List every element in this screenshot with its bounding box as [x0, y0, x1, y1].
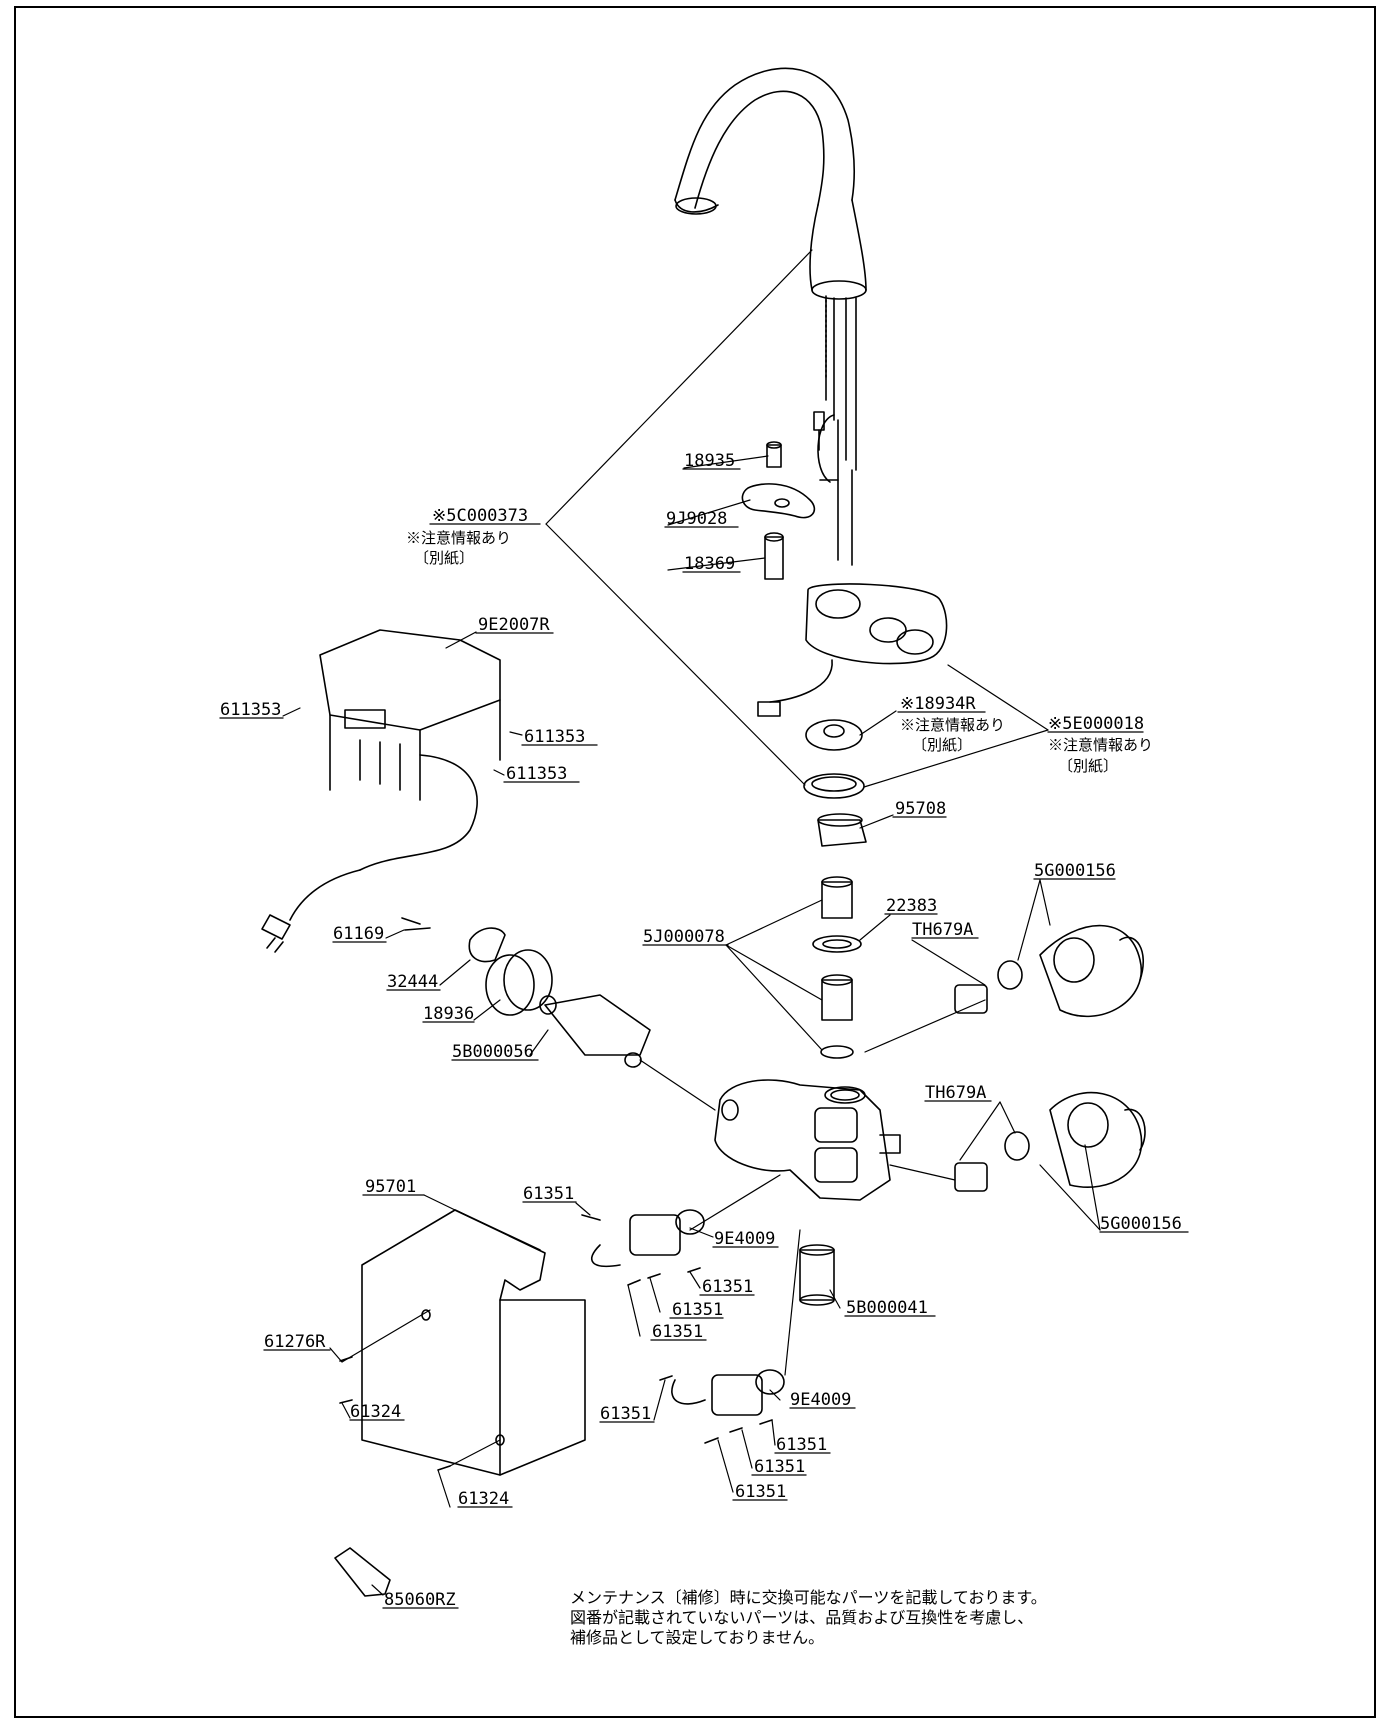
label-5G000156-upper: 5G000156 [1034, 861, 1116, 881]
label-5C000373-sheet: 〔別紙〕 [414, 549, 474, 567]
cartridge-5B000041-drawing [799, 1244, 835, 1306]
label-9E2007R: 9E2007R [478, 615, 550, 635]
label-9E4009-lower: 9E4009 [790, 1390, 851, 1410]
label-5E000018: ※5E000018 [1048, 714, 1144, 734]
label-611353-right-lower: 611353 [506, 764, 567, 784]
label-9E4009-upper: 9E4009 [714, 1229, 775, 1249]
label-95701: 95701 [365, 1177, 416, 1197]
part-95708-drawing [817, 819, 867, 847]
label-611353-right-upper: 611353 [524, 727, 585, 747]
label-61351-lower-left: 61351 [600, 1404, 651, 1424]
nut-18369-drawing [764, 536, 784, 580]
fitting-TH679A-lower-drawing [954, 1091, 1146, 1192]
label-61351-upper-1: 61351 [702, 1277, 753, 1297]
controller-9E2007R-drawing [261, 629, 501, 953]
label-61351-upper-3: 61351 [652, 1322, 703, 1342]
label-32444: 32444 [387, 972, 438, 992]
label-18935: 18935 [684, 451, 735, 471]
bracket-9J9028-drawing [741, 483, 816, 519]
footnote-line-2: 図番が記載されていないパーツは、品質および互換性を考慮し、 [570, 1608, 1033, 1627]
label-5B000041: 5B000041 [846, 1298, 928, 1318]
part-32444-drawing [468, 927, 506, 963]
label-61351-upper-2: 61351 [672, 1300, 723, 1320]
label-underlines [219, 468, 1189, 1609]
ring-lower-drawing [803, 773, 865, 799]
leader-lines [282, 249, 1101, 1596]
label-18369: 18369 [684, 554, 735, 574]
label-61169: 61169 [333, 924, 384, 944]
ring-18934R-drawing [805, 719, 863, 751]
stack-5J000078-drawing [812, 876, 862, 1059]
label-5E000018-sheet: 〔別紙〕 [1058, 757, 1118, 775]
label-5B000056: 5B000056 [452, 1042, 534, 1062]
nut-18936-drawing [485, 949, 553, 1016]
label-5C000373: ※5C000373 [432, 506, 528, 526]
label-9J9028: 9J9028 [666, 509, 727, 529]
label-61324-lower: 61324 [458, 1489, 509, 1509]
drawing-frame [14, 6, 1376, 1718]
label-5E000018-note: ※注意情報あり [1048, 736, 1153, 754]
solenoid-9E4009-upper-drawing [591, 1209, 705, 1267]
label-61276R: 61276R [264, 1332, 326, 1352]
label-5C000373-note: ※注意情報あり [406, 529, 511, 547]
label-61324-upper: 61324 [350, 1402, 401, 1422]
label-61351-lower-3: 61351 [735, 1482, 786, 1502]
label-22383: 22383 [886, 896, 937, 916]
valve-body-drawing [714, 1079, 901, 1201]
solenoid-9E4009-lower-drawing [671, 1369, 785, 1416]
label-18934R-sheet: 〔別紙〕 [912, 736, 972, 754]
label-95708: 95708 [895, 799, 946, 819]
label-61351-lower-1: 61351 [776, 1435, 827, 1455]
key-85060RZ-drawing [334, 1547, 391, 1597]
label-611353-left: 611353 [220, 700, 281, 720]
footnote: メンテナンス〔補修〕時に交換可能なパーツを記載しております。 図番が記載されてい… [570, 1588, 1047, 1647]
label-18934R-note: ※注意情報あり [900, 716, 1005, 734]
label-TH679A-lower: TH679A [925, 1083, 986, 1103]
cover-95701-drawing [361, 1209, 586, 1476]
label-TH679A-upper: TH679A [912, 920, 973, 940]
label-5G000156-lower: 5G000156 [1100, 1214, 1182, 1234]
label-85060RZ: 85060RZ [384, 1590, 456, 1610]
label-61351-top: 61351 [523, 1184, 574, 1204]
fitting-TH679A-upper-drawing [954, 924, 1145, 1018]
faucet-spout-drawing [674, 67, 867, 566]
footnote-line-1: メンテナンス〔補修〕時に交換可能なパーツを記載しております。 [570, 1588, 1047, 1607]
footnote-line-3: 補修品として設定しておりません。 [570, 1628, 824, 1647]
screws-drawing [339, 917, 773, 1471]
sensor-cable-drawing [766, 411, 825, 468]
label-5J000078: 5J000078 [643, 927, 725, 947]
label-18934R: ※18934R [900, 694, 976, 714]
label-18936: 18936 [423, 1004, 474, 1024]
label-61351-lower-2: 61351 [754, 1457, 805, 1477]
control-panel-drawing [757, 583, 948, 717]
cartridge-5B000056-drawing [539, 994, 651, 1068]
part-labels: ※5C000373 ※注意情報あり 〔別紙〕 18935 9J9028 1836… [220, 451, 1182, 1610]
